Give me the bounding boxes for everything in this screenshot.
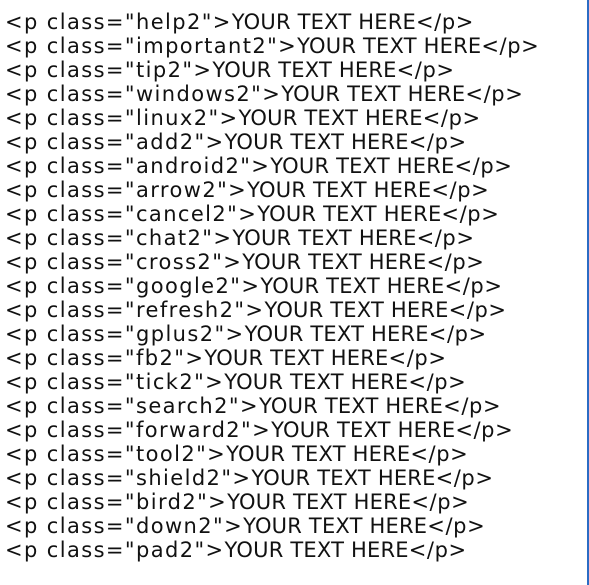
tag-content: YOUR TEXT HERE bbox=[238, 106, 423, 130]
code-line-gplus2[interactable]: <p class="gplus2">YOUR TEXT HERE</p> bbox=[5, 322, 589, 346]
code-line-search2[interactable]: <p class="search2">YOUR TEXT HERE</p> bbox=[5, 394, 589, 418]
tag-content: YOUR TEXT HERE bbox=[212, 58, 397, 82]
tag-content: YOUR TEXT HERE bbox=[232, 226, 417, 250]
closing-tag: </p> bbox=[427, 514, 486, 538]
closing-tag: </p> bbox=[410, 442, 469, 466]
tag-content: YOUR TEXT HERE bbox=[264, 298, 449, 322]
closing-tag: </p> bbox=[408, 130, 467, 154]
opening-tag: <p class="cancel2"> bbox=[5, 202, 258, 226]
tag-content: YOUR TEXT HERE bbox=[251, 466, 436, 490]
tag-content: YOUR TEXT HERE bbox=[270, 154, 455, 178]
code-line-shield2[interactable]: <p class="shield2">YOUR TEXT HERE</p> bbox=[5, 466, 589, 490]
tag-content: YOUR TEXT HERE bbox=[204, 346, 389, 370]
tag-content: YOUR TEXT HERE bbox=[271, 418, 456, 442]
opening-tag: <p class="cross2"> bbox=[5, 250, 243, 274]
code-line-refresh2[interactable]: <p class="refresh2">YOUR TEXT HERE</p> bbox=[5, 298, 589, 322]
closing-tag: </p> bbox=[388, 346, 447, 370]
opening-tag: <p class="tip2"> bbox=[5, 58, 213, 82]
closing-tag: </p> bbox=[448, 298, 507, 322]
tag-content: YOUR TEXT HERE bbox=[247, 178, 432, 202]
code-line-google2[interactable]: <p class="google2">YOUR TEXT HERE</p> bbox=[5, 274, 589, 298]
closing-tag: </p> bbox=[435, 466, 494, 490]
closing-tag: </p> bbox=[415, 10, 474, 34]
opening-tag: <p class="important2"> bbox=[5, 34, 298, 58]
tag-content: YOUR TEXT HERE bbox=[243, 514, 428, 538]
opening-tag: <p class="refresh2"> bbox=[5, 298, 265, 322]
closing-tag: </p> bbox=[408, 370, 467, 394]
tag-content: YOUR TEXT HERE bbox=[231, 10, 416, 34]
code-line-add2[interactable]: <p class="add2">YOUR TEXT HERE</p> bbox=[5, 130, 589, 154]
code-line-tool2[interactable]: <p class="tool2">YOUR TEXT HERE</p> bbox=[5, 442, 589, 466]
tag-content: YOUR TEXT HERE bbox=[257, 202, 442, 226]
code-line-cancel2[interactable]: <p class="cancel2">YOUR TEXT HERE</p> bbox=[5, 202, 589, 226]
opening-tag: <p class="help2"> bbox=[5, 10, 232, 34]
code-line-forward2[interactable]: <p class="forward2">YOUR TEXT HERE</p> bbox=[5, 418, 589, 442]
tag-content: YOUR TEXT HERE bbox=[244, 322, 429, 346]
closing-tag: </p> bbox=[441, 202, 500, 226]
opening-tag: <p class="android2"> bbox=[5, 154, 271, 178]
tag-content: YOUR TEXT HERE bbox=[226, 442, 411, 466]
closing-tag: </p> bbox=[443, 394, 502, 418]
closing-tag: </p> bbox=[396, 58, 455, 82]
tag-content: YOUR TEXT HERE bbox=[281, 82, 466, 106]
tag-content: YOUR TEXT HERE bbox=[297, 34, 482, 58]
closing-tag: </p> bbox=[465, 82, 524, 106]
opening-tag: <p class="fb2"> bbox=[5, 346, 205, 370]
closing-tag: </p> bbox=[481, 34, 540, 58]
closing-tag: </p> bbox=[416, 226, 475, 250]
closing-tag: </p> bbox=[444, 274, 503, 298]
tag-content: YOUR TEXT HERE bbox=[258, 394, 444, 418]
tag-content: YOUR TEXT HERE bbox=[224, 370, 409, 394]
opening-tag: <p class="gplus2"> bbox=[5, 322, 245, 346]
code-line-chat2[interactable]: <p class="chat2">YOUR TEXT HERE</p> bbox=[5, 226, 589, 250]
opening-tag: <p class="forward2"> bbox=[5, 418, 272, 442]
code-line-tip2[interactable]: <p class="tip2">YOUR TEXT HERE</p> bbox=[5, 58, 589, 82]
code-line-fb2[interactable]: <p class="fb2">YOUR TEXT HERE</p> bbox=[5, 346, 589, 370]
opening-tag: <p class="chat2"> bbox=[5, 226, 233, 250]
code-line-windows2[interactable]: <p class="windows2">YOUR TEXT HERE</p> bbox=[5, 82, 589, 106]
opening-tag: <p class="search2"> bbox=[5, 394, 259, 418]
code-line-linux2[interactable]: <p class="linux2">YOUR TEXT HERE</p> bbox=[5, 106, 589, 130]
opening-tag: <p class="tool2"> bbox=[5, 442, 227, 466]
closing-tag: </p> bbox=[454, 154, 513, 178]
opening-tag: <p class="arrow2"> bbox=[5, 178, 248, 202]
code-line-pad2[interactable]: <p class="pad2">YOUR TEXT HERE</p> bbox=[5, 538, 589, 562]
closing-tag: </p> bbox=[455, 418, 514, 442]
closing-tag: </p> bbox=[408, 538, 467, 562]
opening-tag: <p class="shield2"> bbox=[5, 466, 252, 490]
opening-tag: <p class="windows2"> bbox=[5, 82, 282, 106]
opening-tag: <p class="linux2"> bbox=[5, 106, 239, 130]
opening-tag: <p class="tick2"> bbox=[5, 370, 225, 394]
opening-tag: <p class="bird2"> bbox=[5, 490, 228, 514]
code-line-help2[interactable]: <p class="help2">YOUR TEXT HERE</p> bbox=[5, 10, 589, 34]
closing-tag: </p> bbox=[426, 250, 485, 274]
tag-content: YOUR TEXT HERE bbox=[224, 538, 409, 562]
code-line-cross2[interactable]: <p class="cross2">YOUR TEXT HERE</p> bbox=[5, 250, 589, 274]
tag-content: YOUR TEXT HERE bbox=[227, 490, 412, 514]
code-line-important2[interactable]: <p class="important2">YOUR TEXT HERE</p> bbox=[5, 34, 589, 58]
code-line-arrow2[interactable]: <p class="arrow2">YOUR TEXT HERE</p> bbox=[5, 178, 589, 202]
code-line-bird2[interactable]: <p class="bird2">YOUR TEXT HERE</p> bbox=[5, 490, 589, 514]
tag-content: YOUR TEXT HERE bbox=[242, 250, 427, 274]
window-edge-right bbox=[587, 0, 589, 585]
code-line-tick2[interactable]: <p class="tick2">YOUR TEXT HERE</p> bbox=[5, 370, 589, 394]
opening-tag: <p class="google2"> bbox=[5, 274, 261, 298]
closing-tag: </p> bbox=[411, 490, 470, 514]
closing-tag: </p> bbox=[428, 322, 487, 346]
closing-tag: </p> bbox=[431, 178, 490, 202]
code-line-down2[interactable]: <p class="down2">YOUR TEXT HERE</p> bbox=[5, 514, 589, 538]
tag-content: YOUR TEXT HERE bbox=[260, 274, 445, 298]
tag-content: YOUR TEXT HERE bbox=[224, 130, 409, 154]
closing-tag: </p> bbox=[422, 106, 481, 130]
opening-tag: <p class="down2"> bbox=[5, 514, 244, 538]
code-line-android2[interactable]: <p class="android2">YOUR TEXT HERE</p> bbox=[5, 154, 589, 178]
opening-tag: <p class="add2"> bbox=[5, 130, 225, 154]
opening-tag: <p class="pad2"> bbox=[5, 538, 225, 562]
